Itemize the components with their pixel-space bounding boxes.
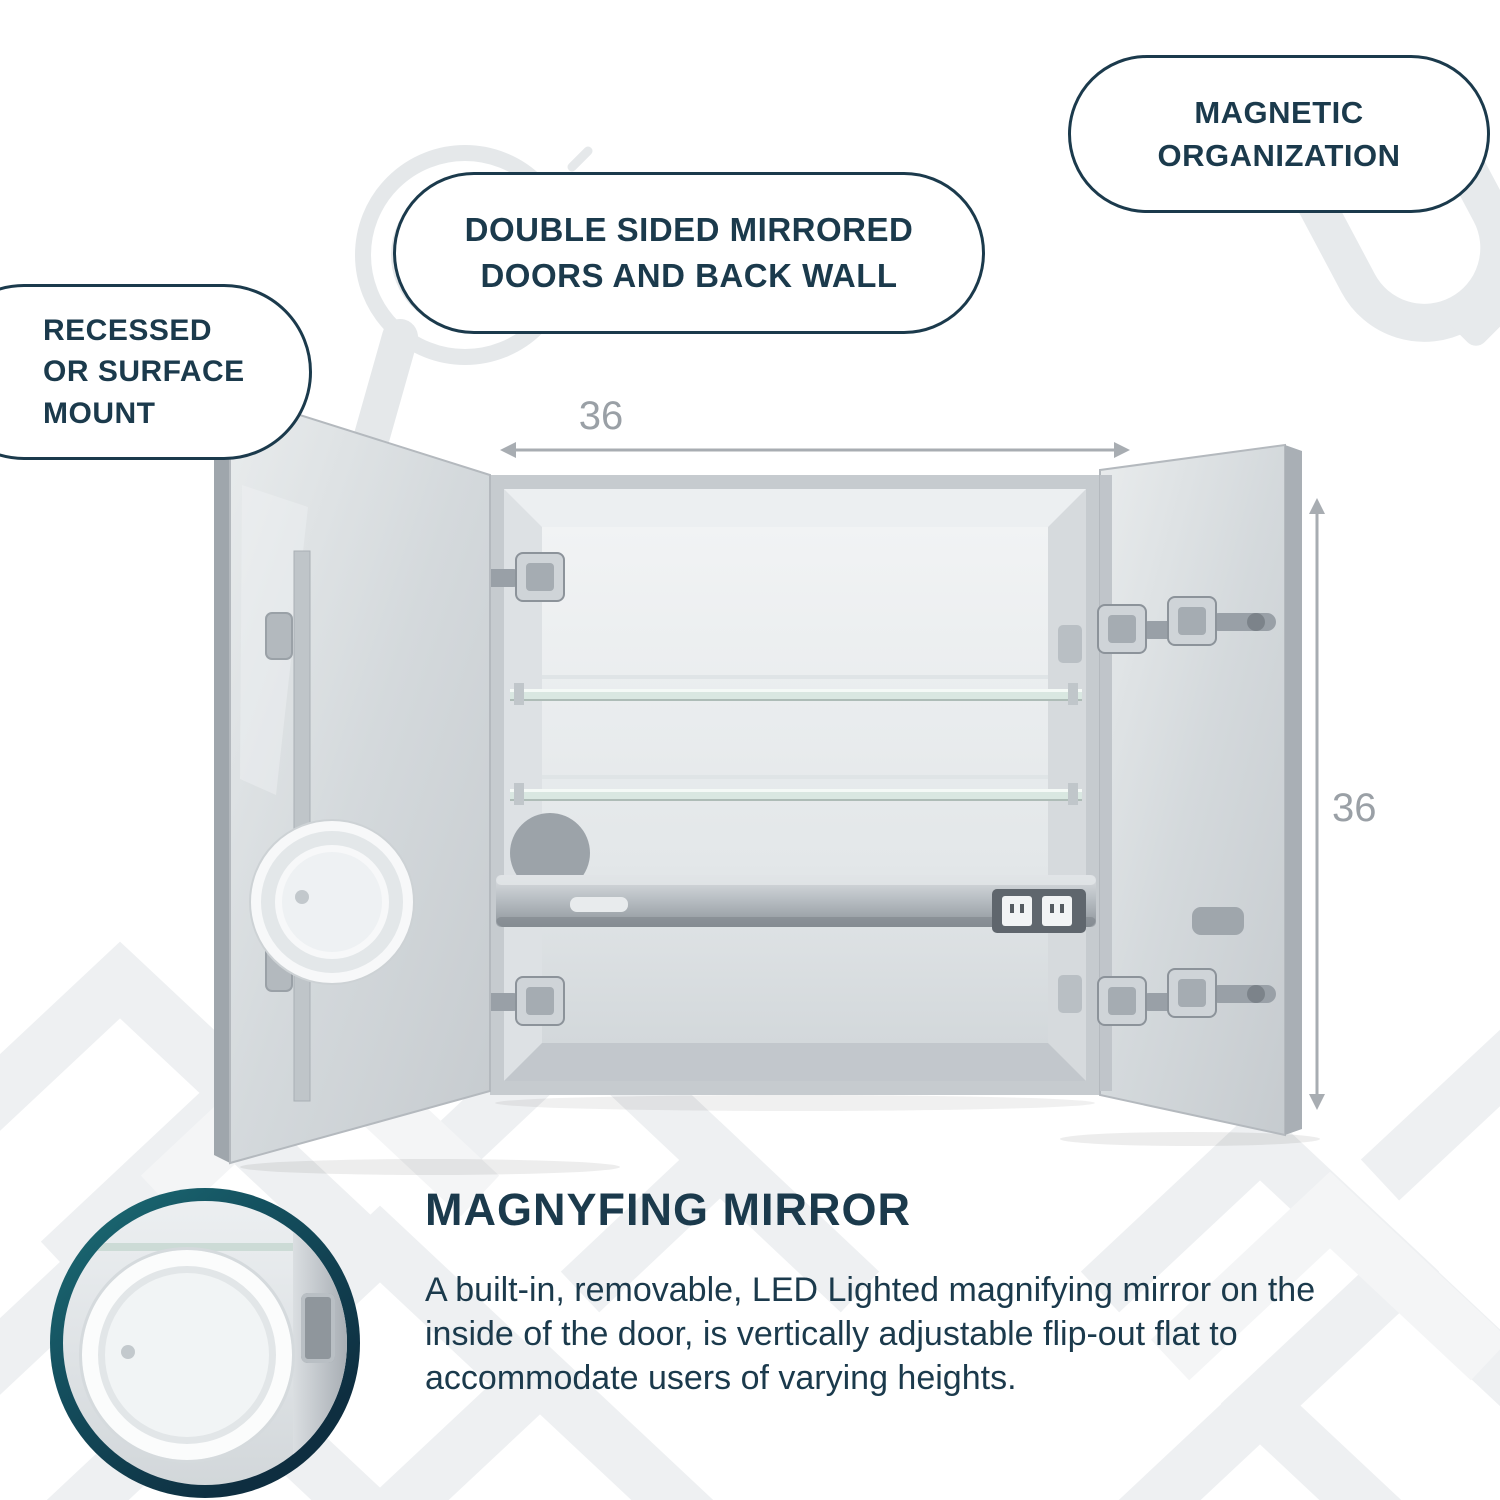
callout-text: MAGNETIC xyxy=(1194,94,1364,130)
callout-recessed-or-surface-mount: RECESSED OR SURFACE MOUNT xyxy=(0,284,312,460)
magnifier-detail-photo xyxy=(50,1188,360,1498)
cabinet-body xyxy=(490,475,1100,1095)
detail-touch-button xyxy=(121,1345,135,1359)
led-light-bar xyxy=(496,875,1096,933)
callout-text: RECESSED xyxy=(43,313,213,347)
feature-description: A built-in, removable, LED Lighted magni… xyxy=(425,1271,1316,1398)
callout-text: DOORS AND BACK WALL xyxy=(480,257,898,294)
right-door xyxy=(1097,443,1302,1137)
callout-text: OR SURFACE xyxy=(43,355,245,389)
door-magnet-tray xyxy=(1192,907,1244,935)
width-dimension-label: 36 xyxy=(578,394,624,438)
height-dimension-arrow xyxy=(1309,498,1325,1110)
mirror-touch-button xyxy=(295,890,309,904)
magnifier-detail-inner xyxy=(63,1201,347,1485)
height-dimension-label: 36 xyxy=(1332,786,1377,830)
callout-text: MOUNT xyxy=(43,396,156,430)
callout-magnetic-organization: MAGNETIC ORGANIZATION xyxy=(1068,55,1490,213)
power-outlets xyxy=(992,889,1086,933)
detail-magnifying-mirror xyxy=(79,1247,295,1463)
detail-shelf-edge xyxy=(63,1243,347,1251)
callout-double-sided-mirrored: DOUBLE SIDED MIRRORED DOORS AND BACK WAL… xyxy=(393,172,985,334)
feature-title: MAGNYFING MIRROR xyxy=(425,1184,911,1235)
callout-text: DOUBLE SIDED MIRRORED xyxy=(464,210,914,248)
glass-shelves xyxy=(510,683,1082,805)
magnifier-dock xyxy=(510,813,590,893)
callout-text: ORGANIZATION xyxy=(1157,138,1401,173)
medicine-cabinet-illustration xyxy=(214,391,1320,1175)
detail-hinge xyxy=(301,1293,335,1363)
magnifying-mirror xyxy=(249,819,415,985)
width-dimension-arrow xyxy=(500,442,1130,458)
led-bar-button xyxy=(570,897,628,912)
left-door xyxy=(214,391,491,1165)
